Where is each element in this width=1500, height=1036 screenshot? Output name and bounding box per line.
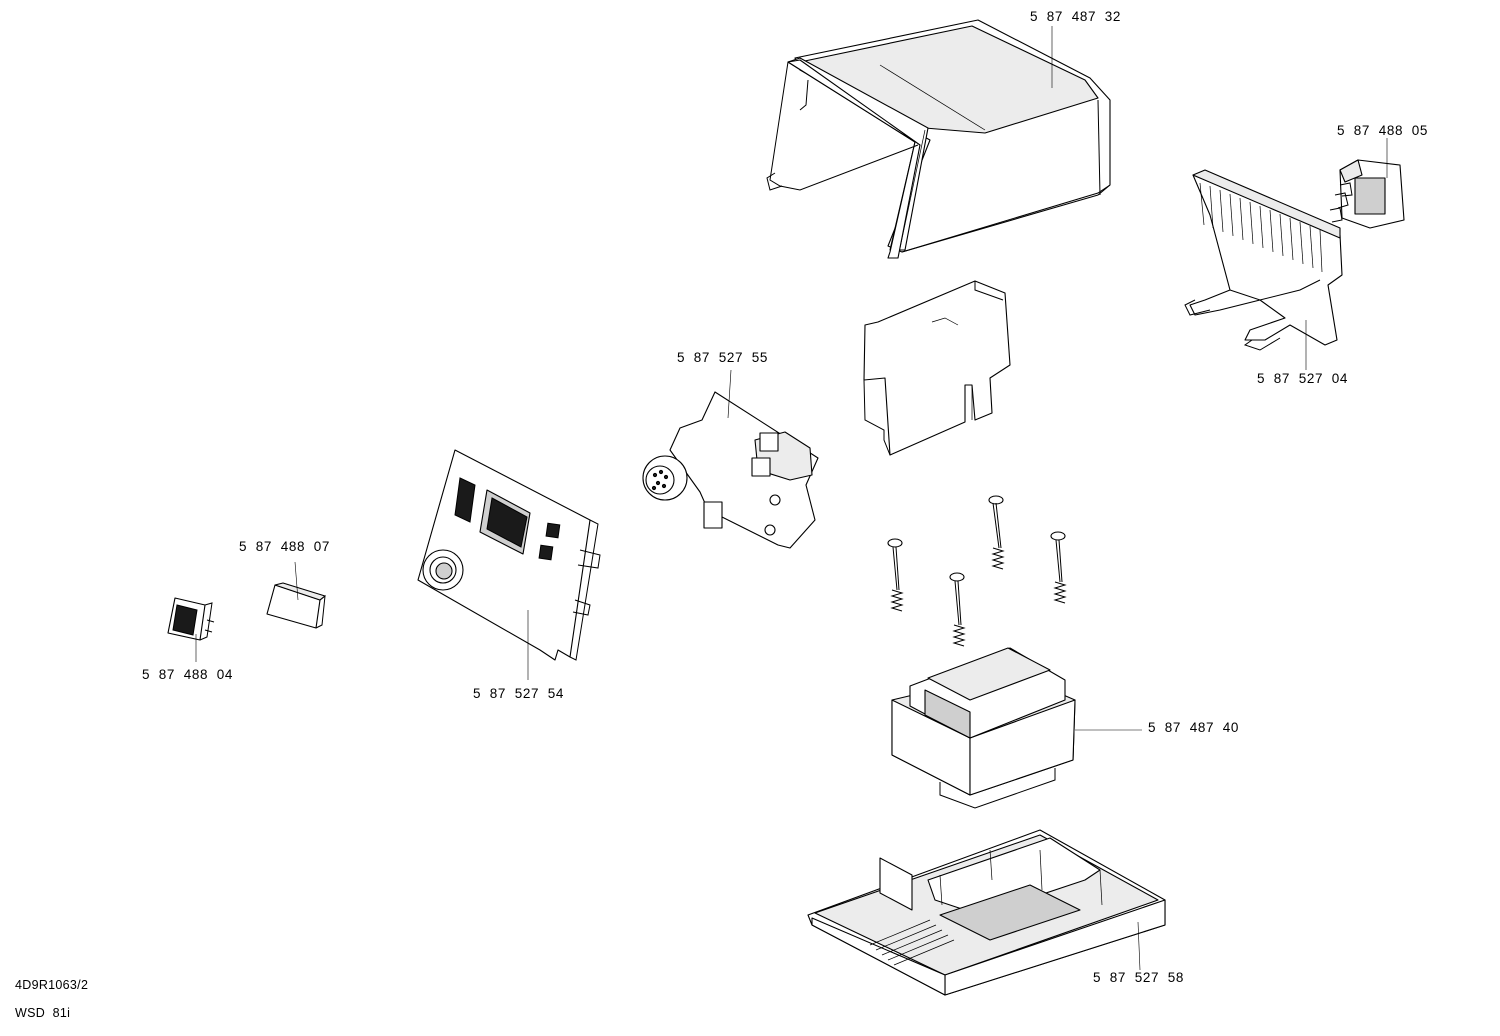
screw-4 — [950, 573, 964, 646]
part-number-pcb: 5 87 527 55 — [677, 350, 768, 365]
drawing-number: 4D9R1063/2 — [15, 978, 89, 992]
front-panel-drawing — [418, 450, 600, 680]
rocker-switch-drawing — [168, 598, 214, 662]
screw-3 — [888, 539, 902, 611]
part-number-power-switch-module: 5 87 488 05 — [1337, 123, 1428, 138]
pcb-drawing — [643, 370, 818, 548]
base-drawing — [808, 830, 1165, 995]
part-number-button: 5 87 488 07 — [239, 539, 330, 554]
power-switch-module-drawing — [1330, 138, 1404, 228]
transformer-drawing — [892, 648, 1142, 808]
part-number-base: 5 87 527 58 — [1093, 970, 1184, 985]
part-number-housing-cover: 5 87 487 32 — [1030, 9, 1121, 24]
part-number-rocker-switch: 5 87 488 04 — [142, 667, 233, 682]
screws-drawing — [888, 496, 1065, 646]
part-number-transformer: 5 87 487 40 — [1148, 720, 1239, 735]
button-drawing — [267, 562, 325, 628]
screw-2 — [1051, 532, 1065, 603]
screw-1 — [989, 496, 1003, 569]
housing-cover-drawing — [767, 20, 1110, 258]
shield-plate-drawing — [864, 281, 1010, 455]
part-number-heatsink: 5 87 527 04 — [1257, 371, 1348, 386]
model-name: WSD 81i — [15, 1006, 71, 1020]
part-number-front-panel: 5 87 527 54 — [473, 686, 564, 701]
heatsink-drawing — [1185, 170, 1342, 370]
